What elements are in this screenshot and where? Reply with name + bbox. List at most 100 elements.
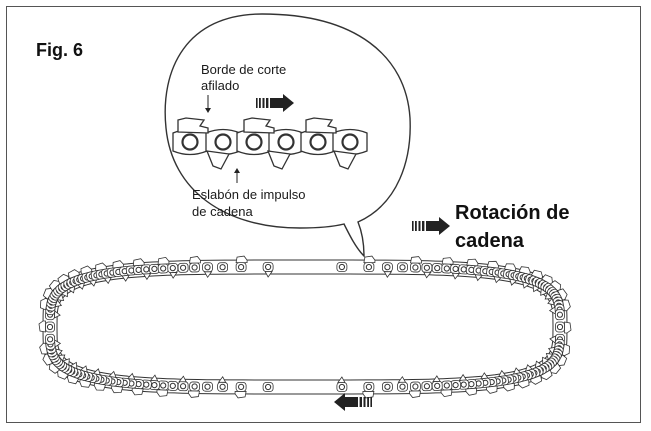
rivet (219, 264, 226, 271)
rivet (46, 336, 54, 343)
drive-link (423, 271, 432, 279)
rivet (443, 382, 450, 389)
chain-link (177, 375, 189, 392)
rivet (191, 264, 198, 271)
chain-link (440, 380, 453, 398)
rivet (151, 382, 158, 389)
chain-link (336, 262, 348, 272)
rivet (169, 265, 176, 272)
chain-link (362, 381, 375, 399)
drive-link (548, 306, 556, 315)
chain-link (421, 262, 433, 279)
direction-arrow-right-icon (256, 94, 294, 112)
drive-link (509, 278, 518, 286)
cutter-tooth (234, 390, 247, 399)
cutter-tooth (440, 389, 453, 398)
drive-link (480, 372, 489, 380)
rivet (423, 264, 430, 271)
cutter-tooth (409, 390, 421, 398)
chain-link (140, 264, 152, 281)
rivet (204, 264, 211, 271)
chain-link (235, 255, 248, 273)
cutter-tooth (156, 389, 169, 397)
rivet (160, 265, 167, 272)
rivet (365, 383, 372, 390)
rivet (204, 383, 211, 390)
chain-outer-edge (42, 259, 568, 395)
rivet (191, 383, 198, 390)
rivet (460, 381, 467, 388)
rivet (434, 382, 441, 389)
chain-link (381, 381, 393, 392)
chain-link (167, 263, 179, 279)
chain-link (397, 262, 408, 273)
chain-link (409, 256, 422, 273)
drive-link (493, 276, 502, 284)
chain-link (167, 380, 179, 391)
rivet (245, 133, 263, 151)
chain-link (397, 375, 408, 392)
chain-link (202, 381, 213, 392)
cutter-tooth (157, 256, 170, 265)
rivet (135, 266, 142, 273)
rivet (412, 383, 419, 390)
rivet (181, 133, 199, 151)
rivet (160, 382, 167, 389)
cutter-tooth (305, 117, 337, 134)
rivet (468, 381, 475, 388)
drive-link (458, 373, 468, 381)
rivet (180, 383, 187, 390)
rivet (412, 264, 419, 271)
cutter-tooth (132, 258, 145, 267)
chain-link (45, 333, 56, 345)
rivet (219, 383, 226, 390)
cutting-edge-label-2: afilado (201, 78, 239, 93)
cutter-tooth (243, 117, 275, 134)
drive-link (54, 339, 62, 348)
chain-link (555, 321, 572, 334)
chain-link (38, 320, 55, 333)
cutter-tooth (564, 321, 572, 334)
chain-link (156, 380, 169, 397)
rivet (338, 263, 345, 271)
rivet (169, 382, 176, 389)
chain-inner-edge (56, 273, 554, 381)
rivet (180, 264, 187, 271)
chain-link (409, 381, 421, 398)
chain-link (554, 309, 565, 321)
cutter-tooth (38, 320, 46, 333)
drive-link-label-2: de cadena (192, 204, 253, 219)
drive-link (205, 150, 231, 170)
cutter-tooth (177, 117, 209, 134)
cutter-tooth (466, 258, 479, 267)
drive-link (149, 374, 159, 382)
chain-link (188, 381, 201, 398)
chain-link (431, 375, 443, 391)
drive-link (108, 370, 117, 378)
drive-link-label-1: Eslabón de impulso (192, 187, 305, 202)
drive-link (266, 150, 292, 170)
drive-link (127, 372, 136, 380)
cutter-tooth (188, 390, 200, 398)
chain-link (217, 262, 229, 273)
rivet (434, 265, 441, 272)
chain-link (421, 381, 433, 392)
drive-link (497, 369, 507, 378)
rivet (214, 133, 232, 151)
rivet (341, 133, 359, 151)
rivet (460, 266, 467, 273)
drive-link (337, 376, 346, 383)
cutter-tooth (410, 256, 422, 264)
rivet (365, 264, 372, 271)
drive-link (397, 375, 407, 383)
cutter-tooth (486, 260, 499, 269)
drive-link (474, 274, 483, 282)
drive-link (512, 367, 521, 375)
rivet (399, 383, 406, 390)
cutter-tooth (362, 390, 375, 399)
chain-link (189, 256, 201, 273)
rivet (384, 383, 391, 390)
drive-link (142, 273, 152, 281)
chain-link (217, 376, 229, 392)
rivet (238, 264, 245, 271)
